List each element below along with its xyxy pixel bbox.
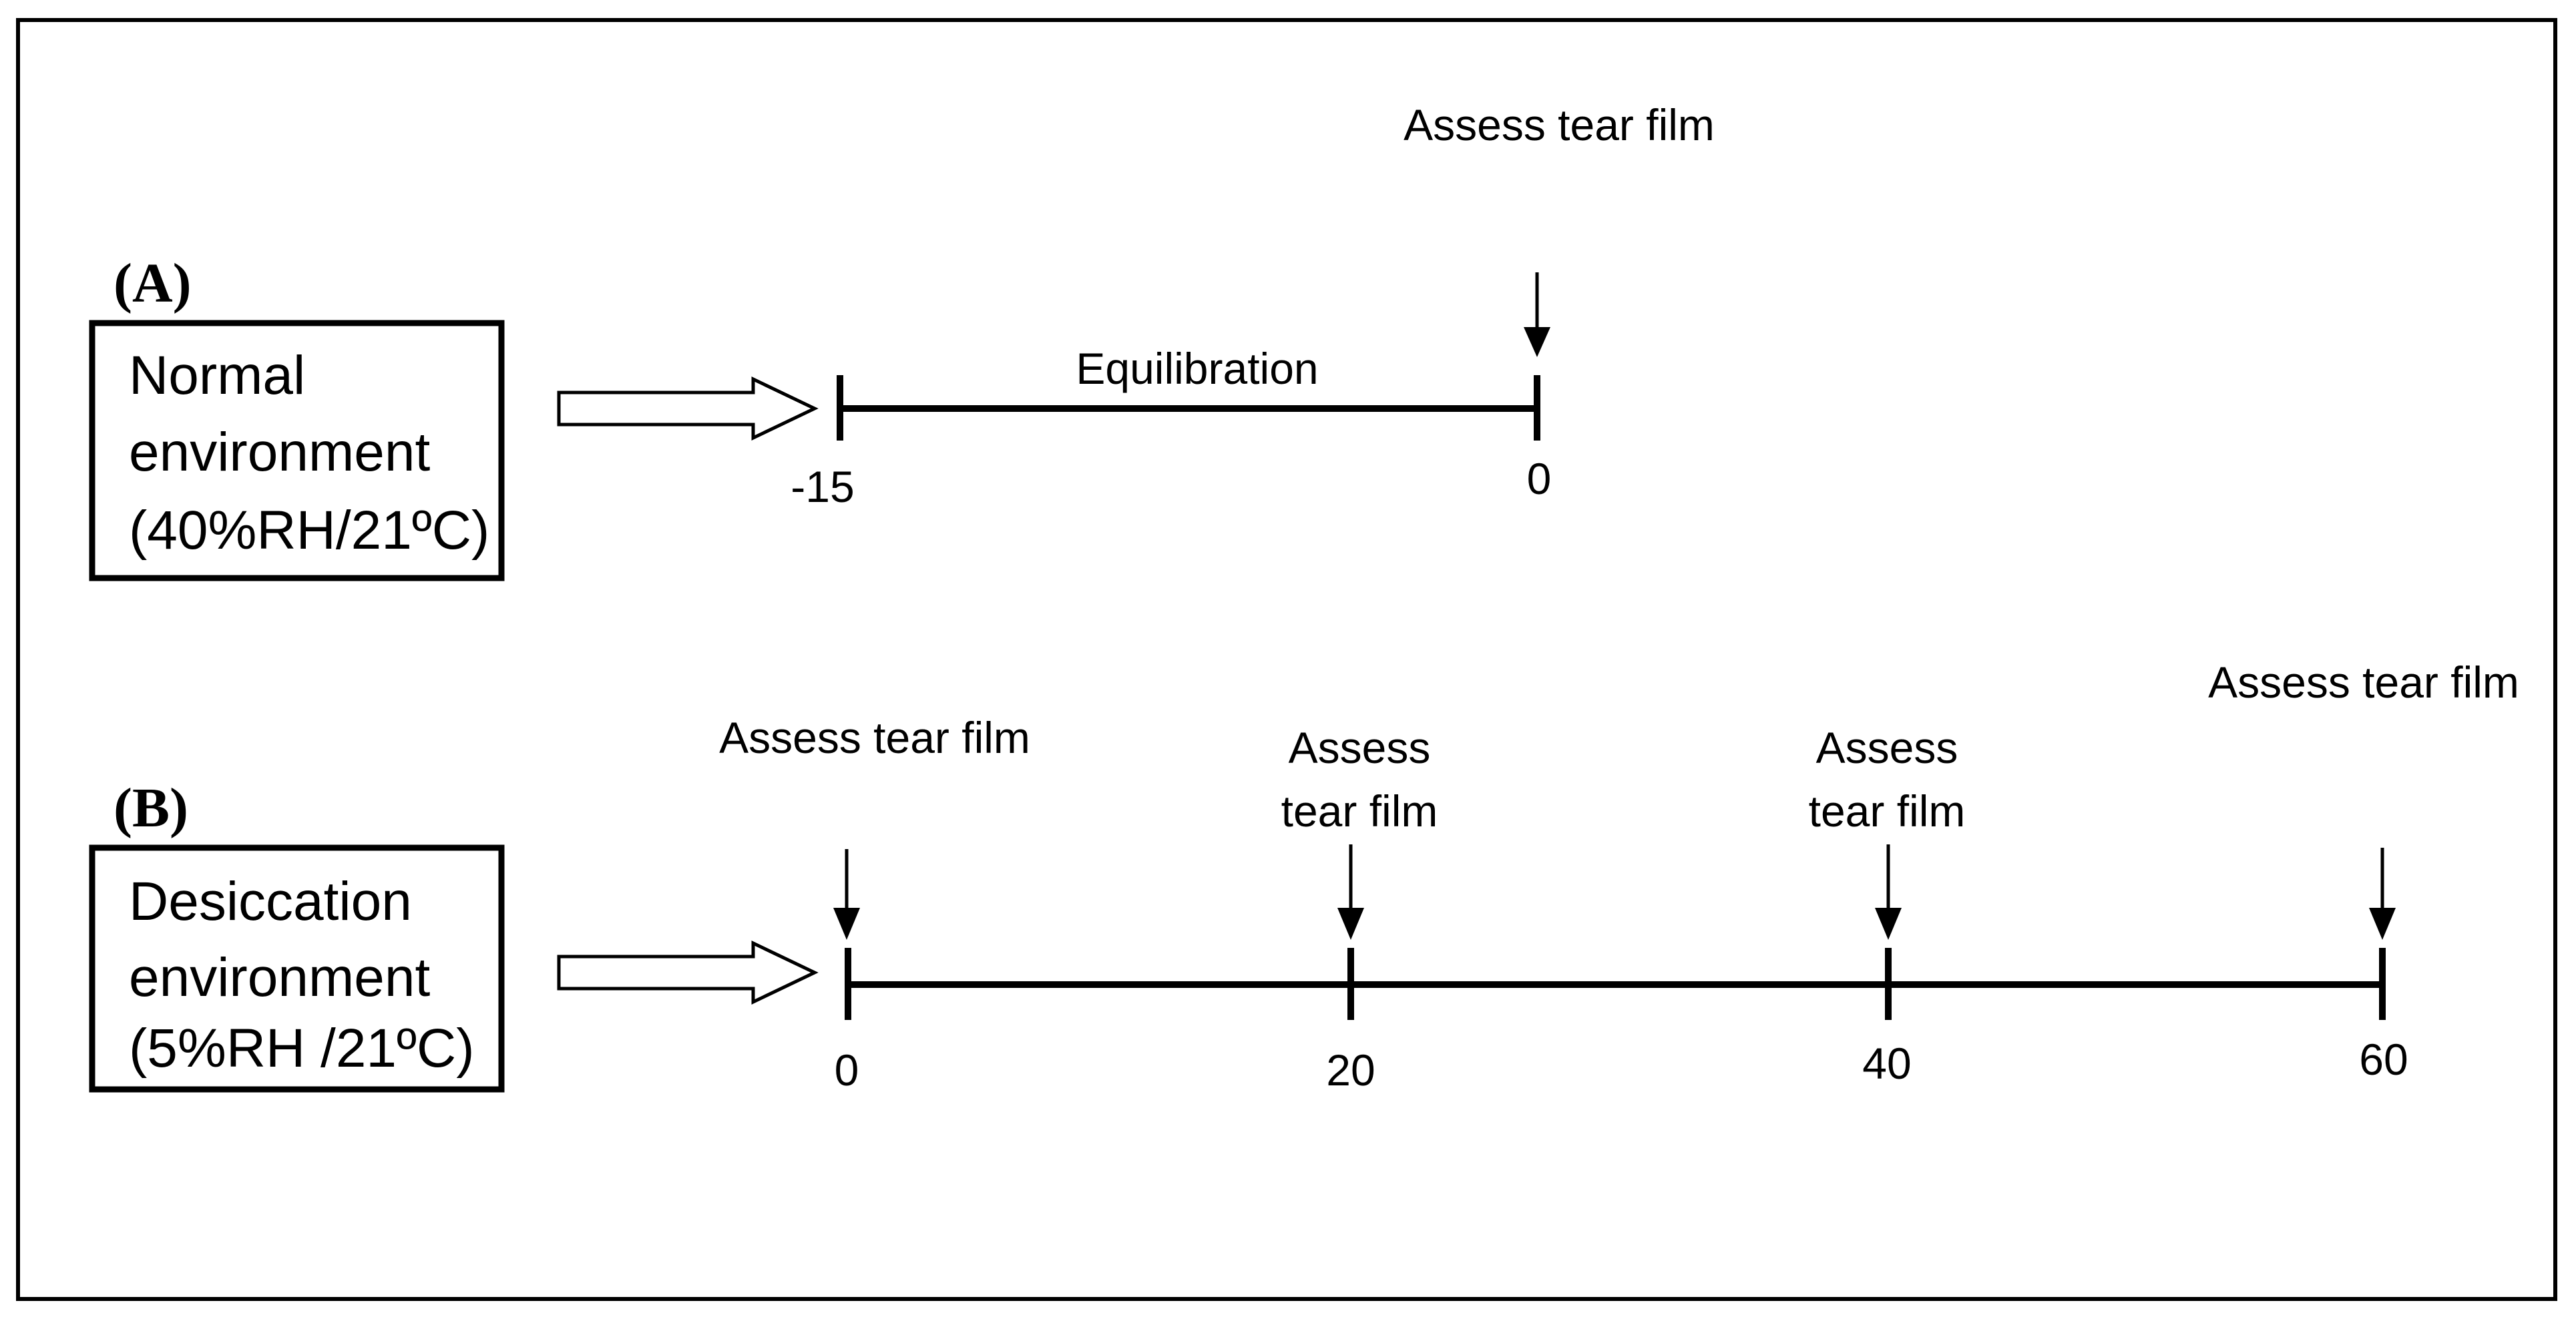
assess-label-b0: Assess tear film <box>719 713 1030 762</box>
desiccation-environment-box <box>89 844 505 1093</box>
tick-label-a-minus15: -15 <box>791 462 854 511</box>
normal-environment-box <box>89 320 505 581</box>
outer-frame <box>16 18 2557 1301</box>
assess-arrow-b0-down-icon <box>833 908 860 940</box>
tick-label-a-0: 0 <box>1527 454 1552 503</box>
panel-b-hollow-arrow-icon <box>557 941 819 1005</box>
assess-label-b60: Assess tear film <box>2208 657 2519 707</box>
assess-label-b40-line-1: Assess <box>1816 723 1958 772</box>
tick-label-b-0: 0 <box>835 1045 859 1095</box>
desiccation-environment-line-2: environment <box>129 947 430 1008</box>
assess-label-b20-line-1: Assess <box>1289 723 1431 772</box>
assess-arrow-b20-down-icon <box>1337 908 1364 940</box>
assess-label-a: Assess tear film <box>1404 100 1715 150</box>
panel-a-label: (A) <box>114 252 192 314</box>
panel-a: (A) Normal environment (40%RH/21ºC) Equi… <box>89 100 1715 581</box>
desiccation-environment-line-3: (5%RH /21ºC) <box>129 1018 475 1079</box>
normal-environment-line-3: (40%RH/21ºC) <box>129 500 489 561</box>
equilibration-label: Equilibration <box>1076 344 1318 393</box>
assess-arrow-a-down-icon <box>1524 327 1550 357</box>
desiccation-environment-line-1: Desiccation <box>129 871 412 932</box>
tick-label-b-60: 60 <box>2359 1035 2408 1084</box>
assess-arrow-b40-down-icon <box>1875 908 1902 940</box>
assess-label-b40-line-2: tear film <box>1809 786 1966 836</box>
panel-b-label: (B) <box>114 777 188 839</box>
assess-label-b20-line-2: tear film <box>1281 786 1438 836</box>
normal-environment-line-1: Normal <box>129 345 305 406</box>
assess-arrow-b60-down-icon <box>2369 908 2396 940</box>
panel-a-hollow-arrow-icon <box>557 376 819 441</box>
normal-environment-line-2: environment <box>129 422 430 483</box>
tick-label-b-40: 40 <box>1862 1039 1911 1088</box>
panel-b: (B) Desiccation environment (5%RH /21ºC)… <box>89 657 2519 1095</box>
tick-label-b-20: 20 <box>1326 1045 1375 1095</box>
